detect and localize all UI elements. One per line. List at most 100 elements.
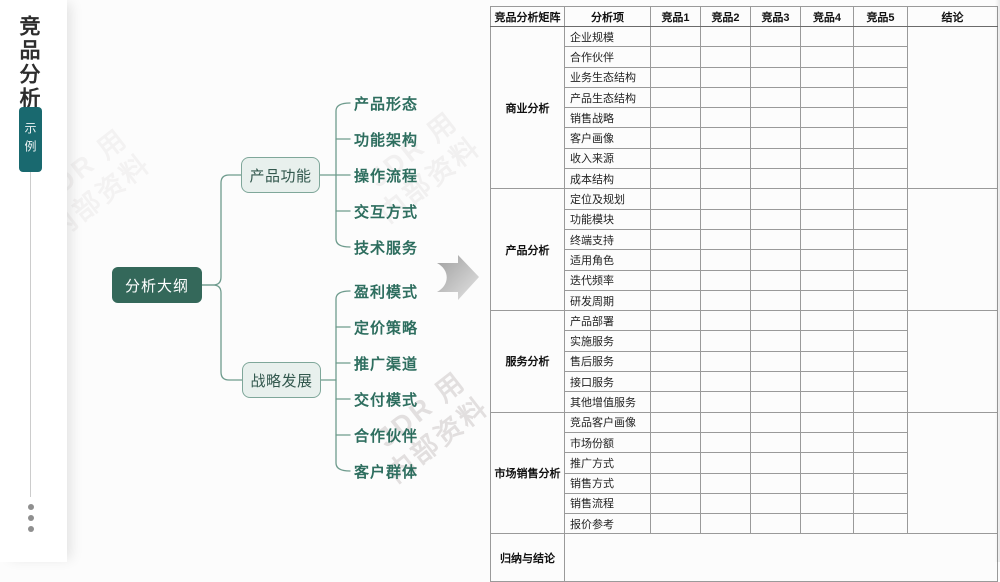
table-footer-row: 归纳与结论 — [490, 533, 998, 582]
table-item-cell: 市场份额 — [564, 431, 651, 454]
table-empty-cell — [750, 289, 801, 312]
table-group-label: 产品分析 — [490, 188, 565, 312]
table-empty-cell — [750, 431, 801, 454]
table-item-cell: 竞品客户画像 — [564, 411, 651, 433]
table-empty-cell — [853, 411, 908, 433]
table-empty-cell — [853, 228, 908, 251]
table-empty-cell — [750, 411, 801, 433]
table-empty-cell — [700, 249, 751, 271]
table-empty-cell — [700, 289, 751, 312]
mindmap-leaf: 操作流程 — [354, 167, 419, 185]
table-empty-cell — [700, 25, 751, 48]
table-row: 市场销售分析竞品客户画像 — [490, 411, 998, 535]
table-empty-cell — [650, 25, 701, 48]
table-row: 业务生态结构 — [491, 66, 998, 88]
table-empty-cell — [750, 269, 801, 291]
table-empty-cell — [853, 472, 908, 494]
table-item-cell: 适用角色 — [564, 249, 651, 271]
table-row: 销售方式 — [491, 472, 998, 494]
table-empty-cell — [650, 188, 701, 210]
table-empty-cell — [800, 147, 854, 170]
table-empty-cell — [700, 330, 751, 352]
table-empty-cell — [853, 452, 908, 474]
table-empty-cell — [650, 513, 701, 535]
table-empty-cell — [750, 371, 801, 393]
table-empty-cell — [650, 371, 701, 393]
table-item-cell: 业务生态结构 — [564, 66, 651, 88]
mindmap-leaf: 合作伙伴 — [354, 427, 419, 445]
table-header-cell: 结论 — [907, 6, 998, 27]
table-empty-cell — [800, 127, 854, 149]
table-empty-cell — [650, 86, 701, 109]
table-row: 推广方式 — [491, 452, 998, 474]
table-row: 功能模块 — [491, 208, 998, 230]
table-empty-cell — [750, 208, 801, 230]
table-empty-cell — [700, 371, 751, 393]
mindmap-leaf: 客户群体 — [354, 463, 419, 481]
table-empty-cell — [800, 472, 854, 494]
table-empty-cell — [700, 431, 751, 454]
dot — [28, 526, 34, 532]
table-empty-cell — [700, 228, 751, 251]
table-header-cell: 竞品3 — [750, 6, 801, 27]
table-empty-cell — [800, 25, 854, 48]
table-item-cell: 销售战略 — [564, 107, 651, 129]
table-empty-cell — [750, 127, 801, 149]
table-empty-cell — [650, 289, 701, 312]
table-empty-cell — [750, 513, 801, 535]
table-empty-cell — [750, 86, 801, 109]
table-group-label: 服务分析 — [490, 310, 565, 413]
table-item-cell: 成本结构 — [564, 168, 651, 190]
table-empty-cell — [750, 107, 801, 129]
table-item-cell: 接口服务 — [564, 371, 651, 393]
table-empty-cell — [853, 330, 908, 352]
table-row: 销售流程 — [491, 492, 998, 515]
table-empty-cell — [800, 371, 854, 393]
table-empty-cell — [800, 350, 854, 373]
table-empty-cell — [853, 127, 908, 149]
table-empty-cell — [650, 46, 701, 68]
table-row: 接口服务 — [491, 371, 998, 393]
table-item-cell: 功能模块 — [564, 208, 651, 230]
table-body: 商业分析企业规模合作伙伴业务生态结构产品生态结构销售战略客户画像收入来源成本结构… — [490, 25, 998, 582]
table-empty-cell — [650, 391, 701, 413]
table-empty-cell — [800, 391, 854, 413]
mindmap-leaf: 推广渠道 — [354, 355, 419, 373]
example-badge: 示例 — [19, 107, 42, 172]
table-empty-cell — [853, 188, 908, 210]
vertical-divider-line — [30, 172, 31, 497]
table-empty-cell — [853, 431, 908, 454]
table-conclusion-cell — [907, 310, 998, 413]
title-sidebar: 竞品分析 示例 — [0, 0, 67, 562]
table-empty-cell — [853, 513, 908, 535]
table-item-cell: 售后服务 — [564, 350, 651, 373]
table-item-cell: 销售方式 — [564, 472, 651, 494]
table-empty-cell — [650, 452, 701, 474]
table-item-cell: 研发周期 — [564, 289, 651, 312]
table-row: 终端支持 — [491, 228, 998, 251]
table-empty-cell — [650, 431, 701, 454]
table-empty-cell — [650, 208, 701, 230]
table-empty-cell — [853, 66, 908, 88]
mindmap-leaf: 产品形态 — [354, 95, 419, 113]
table-empty-cell — [800, 46, 854, 68]
table-empty-cell — [800, 411, 854, 433]
table-empty-cell — [700, 452, 751, 474]
table-empty-cell — [700, 350, 751, 373]
mindmap-root-node: 分析大纲 — [112, 267, 202, 303]
table-item-cell: 合作伙伴 — [564, 46, 651, 68]
table-footer-label: 归纳与结论 — [490, 533, 565, 582]
table-footer-empty-cell — [564, 533, 998, 582]
table-empty-cell — [800, 269, 854, 291]
table-empty-cell — [750, 310, 801, 332]
table-item-cell: 销售流程 — [564, 492, 651, 515]
table-empty-cell — [700, 492, 751, 515]
table-group-label: 商业分析 — [490, 25, 565, 190]
table-empty-cell — [800, 66, 854, 88]
table-empty-cell — [800, 86, 854, 109]
table-item-cell: 收入来源 — [564, 147, 651, 170]
pagination-dots — [28, 504, 35, 537]
mindmap-leaf: 交互方式 — [354, 203, 419, 221]
table-empty-cell — [750, 66, 801, 88]
